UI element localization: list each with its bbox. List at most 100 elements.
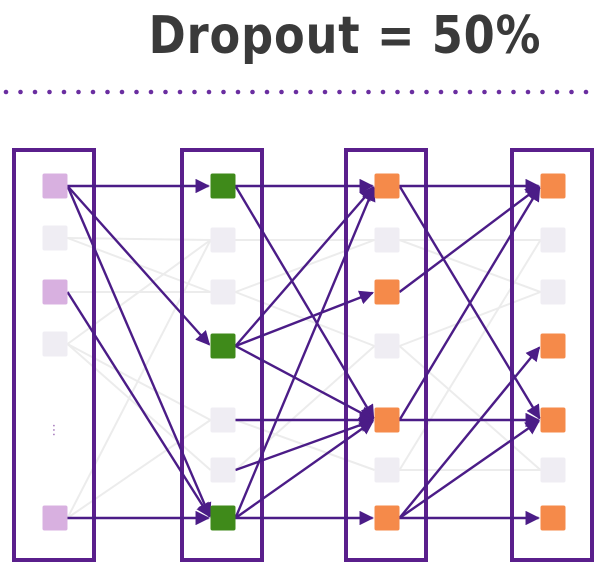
dropped-connection bbox=[66, 239, 212, 519]
active-node-input bbox=[42, 505, 68, 531]
rule-dot bbox=[453, 89, 458, 95]
layer-frame-output bbox=[510, 148, 594, 562]
rule-dot bbox=[511, 89, 516, 95]
rule-dot bbox=[409, 89, 415, 95]
layer-frame-hidden-2 bbox=[344, 148, 428, 562]
layer-frame-hidden-1 bbox=[180, 148, 264, 562]
rule-dot bbox=[119, 89, 125, 95]
dropped-node-hidden-1 bbox=[210, 279, 236, 305]
rule-dot bbox=[482, 89, 487, 95]
rule-dot bbox=[293, 89, 299, 95]
dropped-connection bbox=[399, 239, 541, 293]
dropped-node-output bbox=[540, 227, 566, 253]
connection-arrow bbox=[235, 290, 374, 348]
active-node-hidden-2 bbox=[374, 173, 400, 199]
rule-dot bbox=[163, 89, 168, 95]
rule-dot bbox=[76, 89, 81, 95]
dropped-node-output bbox=[540, 279, 566, 305]
connection-arrow bbox=[234, 344, 375, 421]
dropped-connection bbox=[398, 239, 542, 471]
dropped-node-output bbox=[540, 457, 566, 483]
dropped-connection bbox=[67, 343, 211, 421]
rule-dot bbox=[438, 89, 444, 95]
rule-dot bbox=[554, 89, 560, 95]
connection-arrow bbox=[234, 420, 375, 519]
active-node-hidden-2 bbox=[374, 407, 400, 433]
dropped-node-hidden-1 bbox=[210, 457, 236, 483]
connection-arrow bbox=[398, 346, 541, 519]
rule-dot bbox=[380, 89, 386, 95]
rule-dot bbox=[105, 89, 110, 95]
neurons: ... bbox=[42, 173, 566, 531]
dropped-node-hidden-2 bbox=[374, 457, 400, 483]
active-node-hidden-1 bbox=[210, 505, 236, 531]
connection-arrow bbox=[234, 186, 376, 519]
rule-dot bbox=[148, 89, 154, 95]
dropped-connections bbox=[66, 237, 542, 519]
rule-dot bbox=[47, 89, 52, 95]
connection-arrow bbox=[66, 291, 211, 518]
rule-dot bbox=[264, 89, 270, 95]
rule-dot bbox=[206, 89, 212, 95]
active-node-output bbox=[540, 333, 566, 359]
dropped-connection bbox=[66, 419, 212, 519]
connection-arrow bbox=[398, 186, 541, 421]
rule-dot bbox=[467, 89, 473, 95]
active-connections bbox=[66, 178, 541, 526]
active-node-hidden-2 bbox=[374, 279, 400, 305]
rule-dot bbox=[279, 89, 284, 95]
layer-frame-input bbox=[12, 148, 96, 562]
dropped-node-hidden-1 bbox=[210, 407, 236, 433]
rule-dot bbox=[569, 89, 574, 95]
rule-dot bbox=[395, 89, 400, 95]
dropped-node-input bbox=[42, 331, 68, 357]
connection-arrow bbox=[398, 186, 541, 293]
active-node-hidden-1 bbox=[210, 333, 236, 359]
rule-dot bbox=[134, 89, 139, 95]
dropped-connection bbox=[234, 345, 376, 471]
connection-arrow bbox=[234, 185, 375, 420]
active-node-output bbox=[540, 407, 566, 433]
diagram-title: Dropout = 50% bbox=[148, 6, 542, 66]
rule-dot bbox=[235, 89, 241, 95]
rule-dot bbox=[32, 89, 38, 95]
dotted-separator bbox=[3, 89, 589, 95]
dropped-node-hidden-1 bbox=[210, 227, 236, 253]
connection-arrow bbox=[234, 186, 375, 347]
active-node-input bbox=[42, 279, 68, 305]
rule-dot bbox=[583, 89, 589, 95]
layer-frames bbox=[12, 148, 594, 562]
rule-dot bbox=[496, 89, 502, 95]
rule-dot bbox=[337, 89, 342, 95]
dropped-connection bbox=[399, 291, 541, 347]
rule-dot bbox=[540, 89, 545, 95]
active-node-hidden-1 bbox=[210, 173, 236, 199]
connection-arrow bbox=[66, 185, 212, 518]
active-node-output bbox=[540, 173, 566, 199]
rule-dot bbox=[3, 89, 9, 95]
active-node-input bbox=[42, 173, 68, 199]
rule-dot bbox=[177, 89, 183, 95]
active-node-hidden-2 bbox=[374, 505, 400, 531]
rule-dot bbox=[192, 89, 197, 95]
connection-arrow bbox=[398, 420, 541, 519]
ellipsis-label: ... bbox=[49, 423, 65, 436]
rule-dot bbox=[90, 89, 96, 95]
rule-dot bbox=[424, 89, 429, 95]
active-node-output bbox=[540, 505, 566, 531]
connection-arrow bbox=[66, 185, 211, 346]
dropped-node-hidden-2 bbox=[374, 227, 400, 253]
dropped-node-input bbox=[42, 225, 68, 251]
rule-dot bbox=[351, 89, 357, 95]
rule-dot bbox=[18, 89, 23, 95]
rule-dot bbox=[61, 89, 67, 95]
rule-dot bbox=[250, 89, 255, 95]
dropped-connection bbox=[398, 345, 542, 471]
rule-dot bbox=[366, 89, 371, 95]
rule-dot bbox=[221, 89, 226, 95]
rule-dot bbox=[525, 89, 531, 95]
rule-dot bbox=[308, 89, 313, 95]
rule-dot bbox=[322, 89, 328, 95]
dropped-node-hidden-2 bbox=[374, 333, 400, 359]
